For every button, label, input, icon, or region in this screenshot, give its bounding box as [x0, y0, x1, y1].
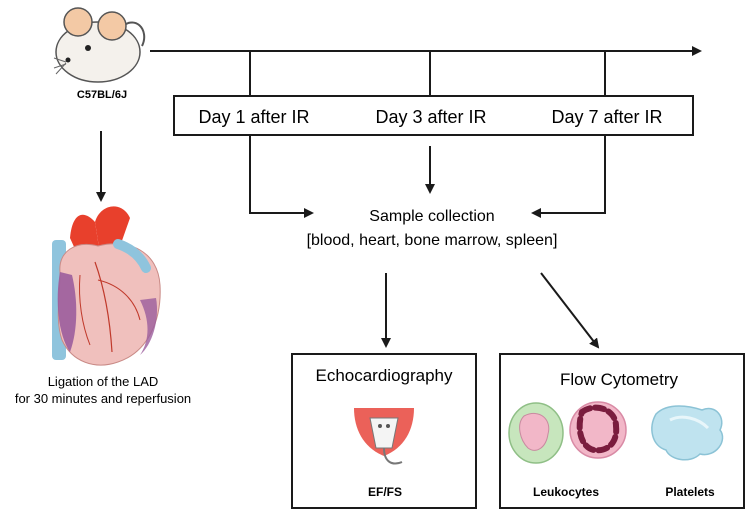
heart-icon	[52, 206, 161, 366]
arrow-day1-to-sample	[249, 136, 314, 218]
echo-readout: EF/FS	[368, 485, 402, 499]
timepoint-day7: Day 7 after IR	[551, 107, 662, 127]
leukocyte-icon	[508, 401, 627, 464]
platelets-label: Platelets	[665, 485, 715, 499]
echocardiography-title: Echocardiography	[315, 366, 453, 385]
procedure-line1: Ligation of the LAD	[48, 374, 159, 389]
arrow-sample-to-flow	[540, 272, 600, 349]
platelet-icon	[651, 405, 724, 461]
arrow-day7-to-sample	[531, 136, 606, 218]
strain-label: C57BL/6J	[77, 89, 127, 101]
mouse-icon	[53, 7, 146, 83]
procedure-line2: for 30 minutes and reperfusion	[15, 391, 191, 406]
leukocytes-label: Leukocytes	[533, 485, 599, 499]
flow-cytometry-title: Flow Cytometry	[560, 370, 679, 389]
timepoint-day1: Day 1 after IR	[198, 107, 309, 127]
sample-collection-title: Sample collection	[369, 208, 494, 225]
timepoint-day3: Day 3 after IR	[375, 107, 486, 127]
timepoints-box	[173, 95, 694, 136]
sample-collection-detail: [blood, heart, bone marrow, spleen]	[307, 232, 558, 249]
ultrasound-probe-icon	[354, 398, 414, 465]
